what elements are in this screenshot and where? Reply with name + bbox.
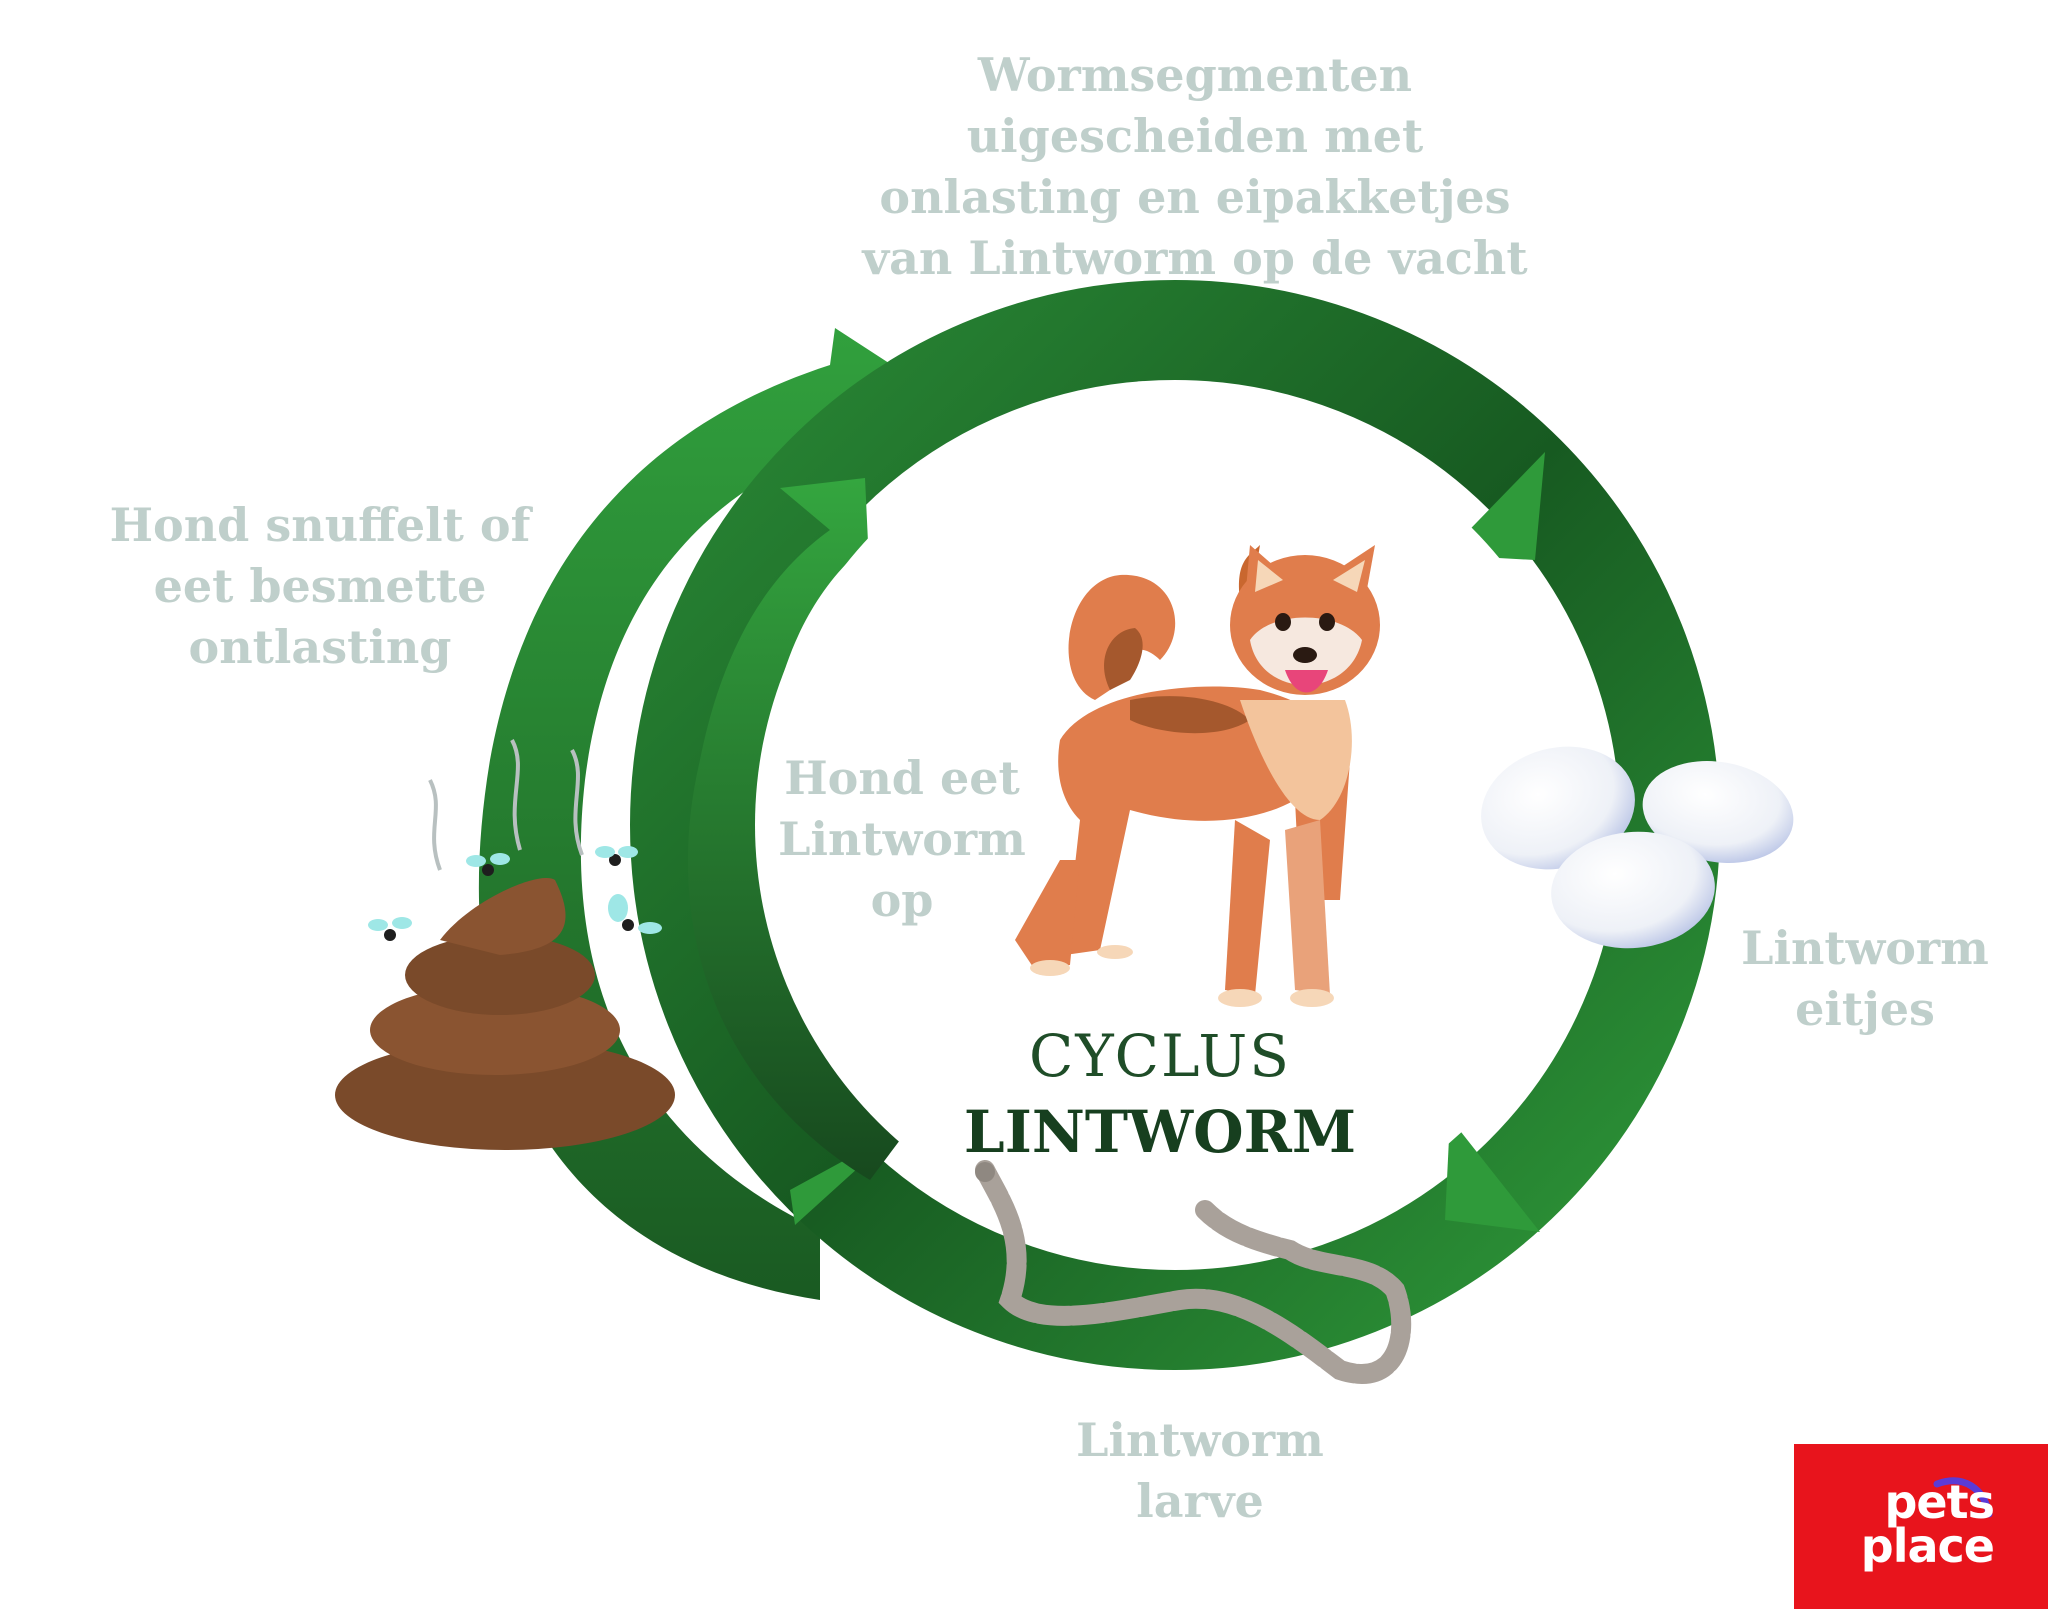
- stage-label-top: Wormsegmenten uigescheiden met onlasting…: [862, 48, 1528, 285]
- stage-label-inner: Hond eet Lintworm op: [778, 751, 1026, 927]
- logo-arc-icon: [1933, 1477, 1993, 1518]
- inner-disc: [755, 405, 1595, 1245]
- title-line-1: CYCLUS: [1029, 1022, 1291, 1090]
- pets-place-logo: pets place: [1794, 1444, 2048, 1609]
- logo-text: pets place: [1860, 1475, 1995, 1573]
- arrow-inner-left: [687, 478, 900, 1180]
- poop-illustration: [335, 739, 675, 1150]
- arrow-head-bottom-right: [1445, 1118, 1540, 1232]
- tapeworm-illustration: [975, 1160, 1412, 1384]
- title-line-2: LINTWORM: [963, 1098, 1357, 1166]
- egg-illustration: [1481, 746, 1794, 949]
- stage-label-left: Hond snuffelt of eet besmette ontlasting: [109, 498, 531, 674]
- stage-label-bottom: Lintworm larve: [1076, 1413, 1324, 1528]
- stage-label-right: Lintworm eitjes: [1741, 921, 1989, 1036]
- dog-illustration: [1015, 545, 1380, 1007]
